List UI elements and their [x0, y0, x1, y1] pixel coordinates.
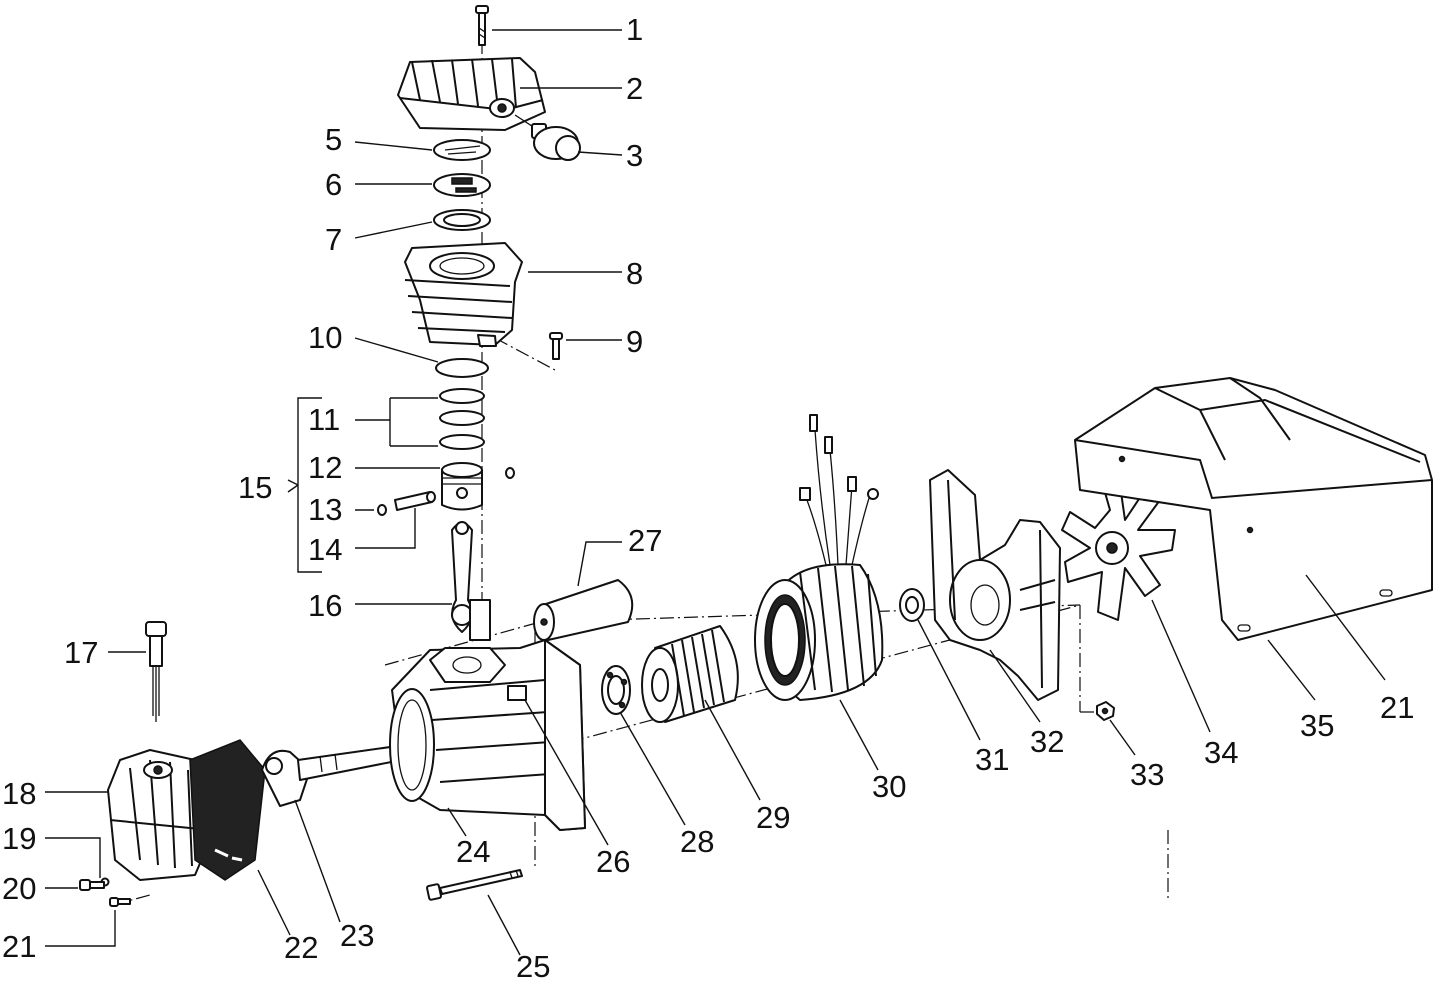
callout-18: 18 [2, 776, 36, 811]
callout-21-left: 21 [2, 929, 36, 964]
hex-nut [1096, 701, 1115, 721]
cylinder-block [404, 242, 523, 347]
callout-22: 22 [284, 930, 318, 965]
callout-25: 25 [516, 949, 550, 984]
cylinder-head [397, 57, 546, 131]
through-bolt [426, 869, 523, 901]
callout-27: 27 [628, 523, 662, 558]
callout-35: 35 [1300, 708, 1334, 743]
callout-12: 12 [308, 450, 342, 485]
callout-8: 8 [626, 256, 643, 291]
front-bearing [601, 665, 631, 715]
callout-11: 11 [308, 402, 340, 437]
callout-32: 32 [1030, 724, 1064, 759]
air-filter-fitting [514, 114, 581, 161]
callout-17: 17 [64, 635, 98, 670]
rear-bearing [899, 588, 925, 622]
callout-23: 23 [340, 918, 374, 953]
callout-3: 3 [626, 138, 643, 173]
motor-stator [754, 414, 884, 701]
callout-19: 19 [2, 821, 36, 856]
crankcase [389, 639, 586, 831]
callout-leader-lines [45, 29, 1386, 956]
valve-plate-assembly [433, 139, 491, 231]
motor-shroud [1074, 377, 1433, 641]
callout-1: 1 [626, 12, 643, 47]
oil-dipstick [145, 621, 167, 722]
callout-34: 34 [1204, 735, 1238, 770]
cover-gasket [189, 739, 266, 881]
callout-33: 33 [1130, 757, 1164, 792]
callout-29: 29 [756, 800, 790, 835]
callout-5: 5 [325, 122, 342, 157]
callout-14: 14 [308, 532, 342, 567]
callout-labels: 1 2 3 5 6 7 8 9 10 11 12 13 14 15 16 17 … [2, 12, 1414, 984]
cooling-fan [1061, 474, 1176, 621]
callout-24: 24 [456, 834, 490, 869]
piston-rings-and-piston [435, 358, 489, 511]
callout-9: 9 [626, 324, 643, 359]
capacitor [533, 579, 634, 641]
callout-7: 7 [325, 222, 342, 257]
head-bolt [475, 5, 489, 46]
callout-10: 10 [308, 320, 342, 355]
motor-end-bracket [929, 469, 1061, 701]
callout-28: 28 [680, 824, 714, 859]
callout-15: 15 [238, 470, 272, 505]
callout-26: 26 [596, 844, 630, 879]
callout-30: 30 [872, 769, 906, 804]
connecting-rod [451, 521, 491, 641]
wrist-pin-and-clips [377, 467, 515, 516]
callout-20: 20 [2, 871, 36, 906]
callout-16: 16 [308, 588, 342, 623]
callout-21-right: 21 [1380, 690, 1414, 725]
cylinder-screw [549, 332, 563, 360]
callout-6: 6 [325, 167, 342, 202]
motor-rotor [641, 625, 739, 723]
callout-13: 13 [308, 492, 342, 527]
callout-31: 31 [975, 742, 1009, 777]
callout-2: 2 [626, 71, 643, 106]
